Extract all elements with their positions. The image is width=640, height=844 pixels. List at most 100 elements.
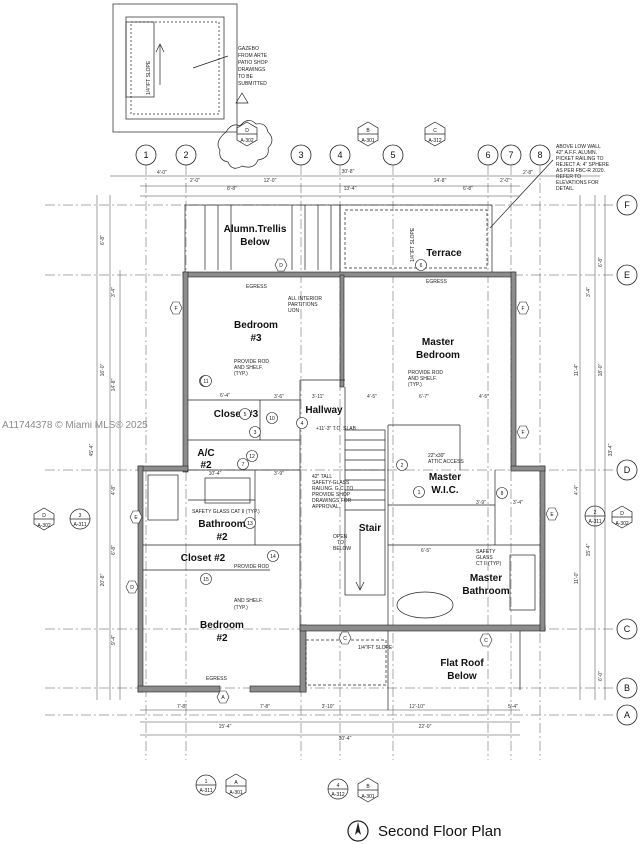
svg-text:Bedroom: Bedroom: [200, 620, 244, 631]
svg-text:30'-8": 30'-8": [342, 169, 355, 175]
svg-text:DETAIL.: DETAIL.: [556, 186, 575, 192]
window-tag-label: E: [134, 515, 138, 521]
svg-text:4'-5": 4'-5": [367, 394, 377, 400]
svg-text:Flat Roof: Flat Roof: [440, 658, 484, 669]
grid-row-B[interactable]: B: [45, 677, 638, 699]
svg-text:3'-11": 3'-11": [312, 394, 325, 400]
svg-text:Bathroom: Bathroom: [198, 519, 245, 530]
interior-dimensions: 6'-4" 3'-6" 3'-11" 4'-5" 6'-7" 4'-5" 10'…: [209, 393, 524, 554]
section-marker-right-1[interactable]: 2 A-311: [584, 505, 606, 527]
window-tag-label: E: [550, 512, 554, 518]
svg-text:Stair: Stair: [359, 523, 381, 534]
svg-text:W.I.C.: W.I.C.: [431, 485, 458, 496]
svg-text:PARTITIONS: PARTITIONS: [288, 302, 318, 308]
svg-text:11'-4": 11'-4": [574, 364, 580, 377]
window-tag-E: E: [129, 510, 143, 524]
grid-column-label: 4: [337, 150, 342, 160]
svg-text:20'-8": 20'-8": [100, 573, 106, 586]
svg-text:OPEN: OPEN: [333, 534, 348, 540]
svg-text:D: D: [620, 511, 624, 517]
svg-text:2'-8": 2'-8": [523, 170, 533, 176]
section-marker-bottom-1[interactable]: 1 A-311: [195, 774, 217, 796]
svg-text:PROVIDE ROD: PROVIDE ROD: [234, 564, 269, 570]
svg-text:GAZEBO: GAZEBO: [238, 46, 259, 52]
svg-text:DRAWINGS: DRAWINGS: [238, 67, 266, 73]
svg-text:5'-4": 5'-4": [508, 704, 518, 710]
revision-cloud: [217, 120, 273, 169]
section-marker-bottom-4[interactable]: B A-301: [357, 777, 379, 803]
gazebo-note: GAZEBO FROM ARTE PATIO SHOP DRAWINGS TO …: [238, 46, 268, 87]
grid-row-label: D: [624, 465, 631, 475]
callout-tag-8: 8: [496, 487, 508, 499]
section-marker-bottom-2[interactable]: A A-301: [225, 773, 247, 799]
svg-text:CT II (TYP): CT II (TYP): [476, 561, 502, 567]
callout-tag-label: 6: [420, 263, 423, 269]
window-tag-label: C: [343, 636, 347, 642]
svg-text:A-302: A-302: [37, 523, 51, 529]
callout-tag-12: 12: [246, 450, 258, 462]
svg-text:ATTIC ACCESS: ATTIC ACCESS: [428, 459, 464, 465]
svg-text:7'-8": 7'-8": [177, 704, 187, 710]
svg-text:A-301: A-301: [361, 794, 375, 800]
svg-text:GLASS: GLASS: [476, 555, 493, 561]
callout-tag-label: 15: [203, 577, 209, 583]
gazebo-slope-note: 1/4"/FT SLOPE: [146, 60, 152, 95]
grid-column-5[interactable]: 5: [382, 144, 404, 760]
grid-row-D[interactable]: D: [45, 459, 638, 481]
grid-column-label: 8: [537, 150, 542, 160]
svg-text:3: 3: [79, 513, 82, 519]
grid-column-1[interactable]: 1: [135, 144, 157, 760]
section-marker-top-1[interactable]: D A-302: [236, 121, 258, 147]
svg-text:42" TALL: 42" TALL: [312, 474, 332, 480]
plan-notes: EGRESS ALL INTERIOR PARTITIONS UON EGRES…: [192, 227, 502, 682]
section-marker-right-2[interactable]: D A-302: [611, 505, 633, 529]
svg-text:3'-4": 3'-4": [111, 287, 117, 297]
callout-tag-13: 13: [244, 517, 256, 529]
svg-text:A-312: A-312: [428, 138, 442, 144]
window-tag-F: F: [516, 301, 530, 315]
grid-column-label: 5: [390, 150, 395, 160]
section-marker-left-2[interactable]: 3 A-311: [69, 508, 91, 530]
exterior-walls: [137, 271, 546, 693]
svg-text:APPROVAL.: APPROVAL.: [312, 504, 340, 510]
callout-tag-14: 14: [267, 550, 279, 562]
svg-text:42" A.F.F. ALUMN.: 42" A.F.F. ALUMN.: [556, 150, 597, 156]
section-marker-top-3[interactable]: C A-312: [424, 121, 446, 147]
svg-text:Master: Master: [422, 337, 454, 348]
section-marker-bottom-3[interactable]: 4 A-312: [327, 778, 349, 800]
grid-column-label: 2: [183, 150, 188, 160]
callout-tag-15: 15: [200, 573, 212, 585]
svg-text:AS PER FBC-R 2020.: AS PER FBC-R 2020.: [556, 168, 605, 174]
svg-text:Master: Master: [470, 573, 502, 584]
svg-text:D: D: [245, 128, 249, 134]
svg-text:1/4"/FT SLOPE: 1/4"/FT SLOPE: [410, 227, 416, 262]
grid-row-A[interactable]: A: [45, 704, 638, 726]
svg-text:C: C: [433, 128, 437, 134]
window-tag-D: D: [125, 580, 139, 594]
svg-text:3'-6": 3'-6": [274, 394, 284, 400]
window-tag-E: E: [545, 507, 559, 521]
svg-text:AND SHELF.: AND SHELF.: [234, 598, 263, 604]
grid-column-8[interactable]: 8: [529, 144, 551, 760]
dimension-labels-right: 6'-8" 3'-4" 11'-4" 18'-0" 33'-4" 4'-4" 1…: [574, 257, 614, 681]
svg-text:6'-8": 6'-8": [111, 545, 117, 555]
svg-text:Alumn.Trellis: Alumn.Trellis: [224, 224, 287, 235]
svg-text:Bathroom: Bathroom: [462, 586, 509, 597]
svg-text:EGRESS: EGRESS: [426, 279, 448, 285]
dimension-labels-bottom: 7'-8" 7'-8" 3'-10" 12'-10" 5'-4" 15'-4" …: [177, 704, 518, 742]
section-marker-left-1[interactable]: D A-302: [33, 507, 55, 531]
window-tag-label: F: [521, 430, 524, 436]
grid-column-6[interactable]: 6: [477, 144, 499, 760]
window-tag-label: C: [484, 638, 488, 644]
svg-text:TO BE: TO BE: [238, 74, 254, 80]
section-marker-top-2[interactable]: B A-301: [357, 121, 379, 147]
svg-text:B: B: [366, 128, 370, 134]
room-labels: Alumn.Trellis Below Terrace Bedroom #3 M…: [181, 224, 510, 682]
gazebo: 1/4"/FT SLOPE GAZEBO FROM ARTE PATIO SHO…: [112, 3, 268, 133]
svg-text:Bedroom: Bedroom: [416, 350, 460, 361]
svg-text:Terrace: Terrace: [426, 248, 462, 259]
callout-tag-10: 10: [266, 412, 278, 424]
svg-text:SUBMITTED: SUBMITTED: [238, 81, 267, 87]
